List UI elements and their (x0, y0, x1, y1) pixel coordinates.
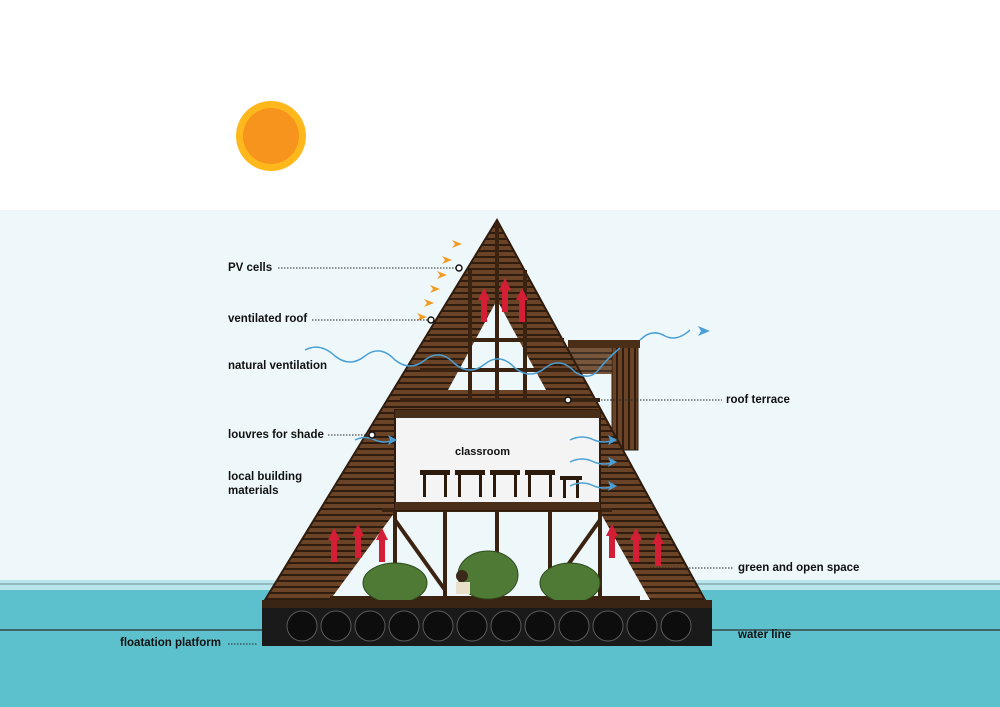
barrel-icon (286, 610, 692, 642)
leader-lines (228, 267, 734, 645)
sun-ray-arrow-icon (417, 240, 462, 321)
sky-background (0, 0, 1000, 210)
label-floatation-platform: floatation platform (120, 637, 221, 649)
label-classroom: classroom (455, 446, 511, 458)
classroom-block (394, 409, 601, 511)
label-green-and-open-space: green and open space (738, 562, 860, 574)
label-natural-ventilation: natural ventilation (228, 360, 328, 372)
label-roof-terrace: roof terrace (726, 394, 790, 406)
hot-air-arrow-icon (328, 278, 664, 566)
air-flow-arrowheads (388, 326, 710, 491)
roof-terrace-structure (568, 340, 640, 451)
classroom-furniture (420, 470, 582, 498)
label-pv-cells: PV cells (228, 262, 273, 274)
air-flow-arrow-icon (304, 329, 691, 489)
label-louvres-for-shade: louvres for shade (228, 429, 324, 441)
label-local-building-materials: local building materials (228, 471, 303, 497)
leader-markers (368, 264, 572, 439)
label-ventilated-roof: ventilated roof (228, 313, 308, 325)
child-figure (456, 570, 470, 594)
sun-icon (236, 101, 306, 171)
plant-icon (362, 550, 601, 604)
label-water-line: water line (738, 629, 792, 641)
